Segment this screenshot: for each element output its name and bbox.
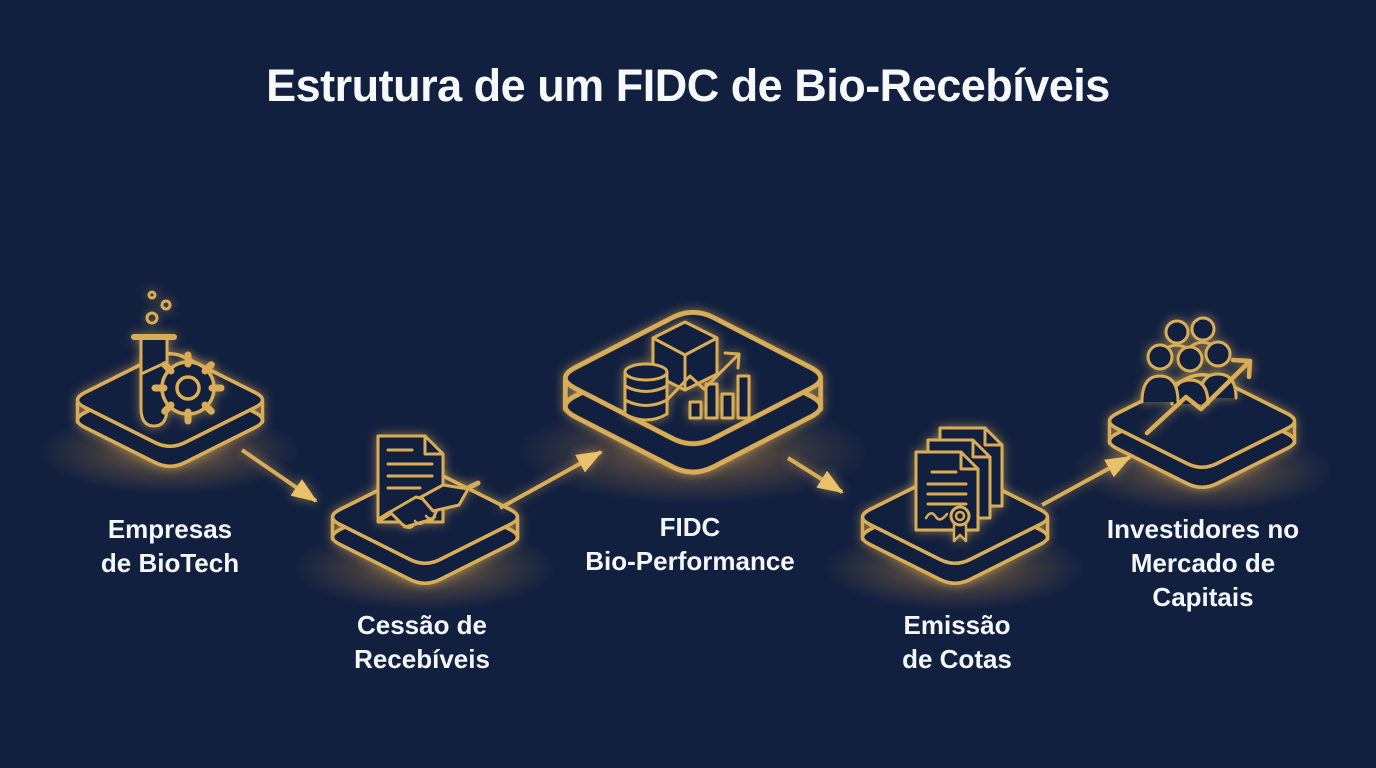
cube-icon (651, 320, 719, 392)
arrow-emissao-to-investidores (1041, 455, 1132, 507)
node-label-fidc-bio-performance: FIDC Bio-Performance (585, 510, 795, 578)
node-label-empresas-biotech: Empresas de BioTech (101, 512, 239, 580)
database-icon (623, 362, 669, 422)
label-line: Capitais (1152, 582, 1254, 612)
label-line: de Cotas (902, 644, 1012, 674)
handshake-icon (376, 480, 481, 529)
label-line: Bio-Performance (585, 546, 795, 576)
label-line: FIDC (659, 512, 721, 542)
investors-icon (1140, 316, 1238, 406)
label-line: Emissão (903, 610, 1011, 640)
test-tube-icon (131, 290, 177, 428)
flow-arrows (240, 448, 1132, 510)
certificates-icon (914, 426, 1004, 543)
label-line: Recebíveis (354, 644, 490, 674)
node-label-investidores: Investidores no Mercado de Capitais (1107, 512, 1299, 614)
growth-arrow-icon (1144, 357, 1253, 436)
seal-icon (949, 505, 971, 543)
investors-growth-icon (1140, 316, 1253, 436)
bar-chart-icon (665, 351, 751, 420)
arrow-cessao-to-fidc (499, 450, 603, 510)
signature-squiggle (924, 512, 949, 521)
page-title: Estrutura de um FIDC de Bio-Recebíveis (266, 60, 1110, 111)
node-icons (131, 290, 1253, 543)
trend-arrow-icon (665, 351, 741, 402)
document-handshake-icon (376, 434, 481, 529)
gear-icon (151, 351, 225, 425)
arrow-empresas-to-cessao (240, 448, 318, 503)
cube-database-bar-chart-icon (623, 320, 751, 422)
label-line: de BioTech (100, 548, 240, 578)
label-line: Investidores no (1106, 514, 1300, 544)
node-label-cessao-recebiveis: Cessão de Recebíveis (354, 608, 490, 676)
label-line: Empresas (107, 514, 233, 544)
arrow-fidc-to-emissao (786, 456, 844, 494)
node-label-emissao-cotas: Emissão de Cotas (902, 608, 1012, 676)
label-line: Mercado de (1130, 548, 1276, 578)
test-tube-gear-icon (131, 290, 225, 428)
label-line: Cessão de (356, 610, 488, 640)
